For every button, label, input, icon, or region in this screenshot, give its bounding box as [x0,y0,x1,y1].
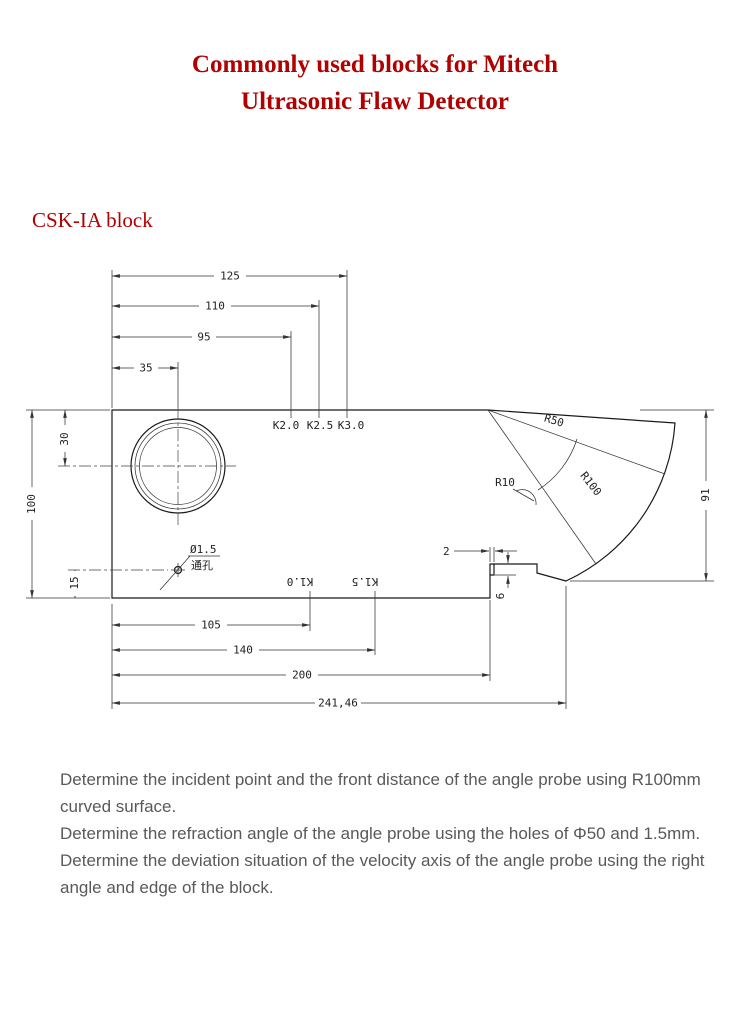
r100-label: R100 [577,469,604,498]
phi50-hole [58,408,236,526]
dim-100: 100 [25,494,38,514]
k1-5-label: K1.5 [352,575,379,588]
hole-diameter-label: Ø1.5 [190,543,217,556]
left-dimensions: 100 30 15 [25,409,81,599]
bottom-slot [489,563,495,576]
dim-105: 105 [201,619,221,632]
k-marks: K2.0 K2.5 K3.0 K1.0 K1.5 [273,419,379,588]
dim-35: 35 [139,362,152,375]
bottom-dimensions: 105 140 200 241,46 [111,619,567,710]
r10-leader [512,488,535,502]
page-title: Commonly used blocks for Mitech Ultrason… [0,46,750,120]
page-title-line-1: Commonly used blocks for Mitech [191,51,559,78]
extension-lines [26,270,714,709]
dim-30: 30 [58,432,71,445]
note-refraction-angle: Determine the refraction angle of the an… [60,824,701,843]
hole-type-label: 通孔 [191,559,213,572]
r100-arc [565,422,676,582]
section-heading: CSK-IA block [32,208,153,232]
notch-dimensions: 2 6 [443,545,517,599]
right-dimension: 91 [699,409,712,582]
dim-2: 2 [443,545,450,558]
block-outline [111,409,676,599]
note-deviation: Determine the deviation situation of the… [60,851,705,897]
dim-140: 140 [233,644,253,657]
usage-notes: Determine the incident point and the fro… [60,766,705,901]
dim-125: 125 [220,270,240,283]
k3-0-label: K3.0 [338,419,365,432]
r50-arc [537,438,578,491]
radius-fan: R50 R100 R10 [487,409,666,565]
k1-0-label: K1.0 [287,575,314,588]
r10-label: R10 [495,476,515,489]
dim-15: 15 [68,576,81,589]
page-title-line-2: Ultrasonic Flaw Detector [241,88,509,115]
dim-110: 110 [205,300,225,313]
technical-drawing: R50 R100 R10 Ø1.5 通孔 [25,270,714,710]
r10-arc [515,489,537,506]
note-incident-point: Determine the incident point and the fro… [60,770,701,816]
phi1-5-hole: Ø1.5 通孔 [68,543,220,591]
k2-0-label: K2.0 [273,419,300,432]
dim-200: 200 [292,669,312,682]
dim-91: 91 [699,488,712,501]
top-dimensions: 125 110 95 35 [111,270,348,375]
k2-5-label: K2.5 [307,419,334,432]
dim-241-46: 241,46 [318,697,358,710]
dim-95: 95 [197,331,210,344]
hole-leader [159,555,191,591]
r50-label: R50 [543,412,566,430]
dim-6: 6 [494,593,507,600]
